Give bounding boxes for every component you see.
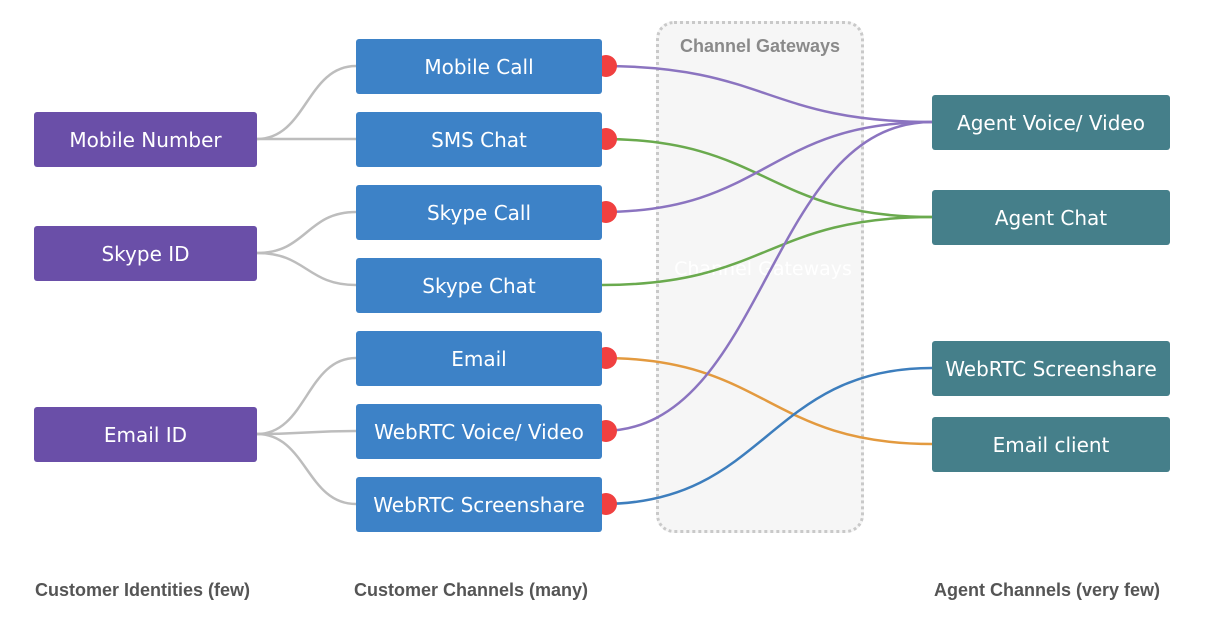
identity-label: Mobile Number [69, 127, 222, 152]
identity-link-webrtc_screenshare [256, 432, 357, 506]
caption-agent-channels: Agent Channels (very few) [934, 580, 1161, 600]
identity-mobile-number[interactable]: Mobile Number [34, 112, 257, 167]
agent-webrtc-screenshare[interactable]: WebRTC Screenshare [932, 341, 1170, 396]
agent-link-email [601, 356, 933, 446]
agent-label: WebRTC Screenshare [945, 356, 1157, 381]
channel-webrtc-screenshare[interactable]: WebRTC Screenshare [356, 477, 602, 532]
channel-email[interactable]: Email [356, 331, 602, 386]
channel-label: WebRTC Screenshare [373, 492, 585, 517]
channel-label: Skype Call [426, 200, 532, 225]
gateway-title: Channel Gateways [679, 36, 841, 56]
channel-mobile-call[interactable]: Mobile Call [356, 39, 602, 94]
channel-label: WebRTC Voice/ Video [374, 419, 584, 444]
agent-link-skype_chat [601, 215, 933, 287]
channel-label: SMS Chat [431, 127, 527, 152]
caption-customer-channels: Customer Channels (many) [354, 580, 589, 600]
agent-voice-video[interactable]: Agent Voice/ Video [932, 95, 1170, 150]
agent-chat[interactable]: Agent Chat [932, 190, 1170, 245]
agent-label: Agent Voice/ Video [957, 110, 1145, 135]
gateway-ghost-label: Channel Gateways [674, 258, 852, 280]
identity-link-mobile_call [256, 64, 357, 141]
channel-skype-call[interactable]: Skype Call [356, 185, 602, 240]
agent-link-skype_call [601, 120, 933, 214]
channel-agent-links [601, 64, 933, 506]
identity-link-skype_call [256, 210, 357, 255]
agent-label: Agent Chat [994, 205, 1108, 230]
channel-sms-chat[interactable]: SMS Chat [356, 112, 602, 167]
identity-email-id[interactable]: Email ID [34, 407, 257, 462]
identity-link-email [256, 356, 357, 436]
agent-label: Email client [992, 432, 1110, 457]
identity-channel-links [256, 64, 357, 506]
identity-label: Email ID [103, 422, 188, 447]
agent-link-webrtc_voice_video [601, 120, 933, 433]
identity-label: Skype ID [101, 241, 190, 266]
agent-link-mobile_call [601, 64, 933, 124]
channel-label: Mobile Call [424, 54, 534, 79]
channel-label: Email [451, 346, 507, 371]
agent-email-client[interactable]: Email client [932, 417, 1170, 472]
channel-webrtc-voice-video[interactable]: WebRTC Voice/ Video [356, 404, 602, 459]
identity-link-webrtc_voice_video [256, 429, 357, 436]
agent-link-sms_chat [601, 137, 933, 219]
channel-skype-chat[interactable]: Skype Chat [356, 258, 602, 313]
caption-customer-identities: Customer Identities (few) [35, 580, 251, 600]
identity-link-skype_chat [256, 251, 357, 287]
channel-label: Skype Chat [422, 273, 536, 298]
identity-skype-id[interactable]: Skype ID [34, 226, 257, 281]
agent-link-webrtc_screenshare [601, 366, 933, 506]
